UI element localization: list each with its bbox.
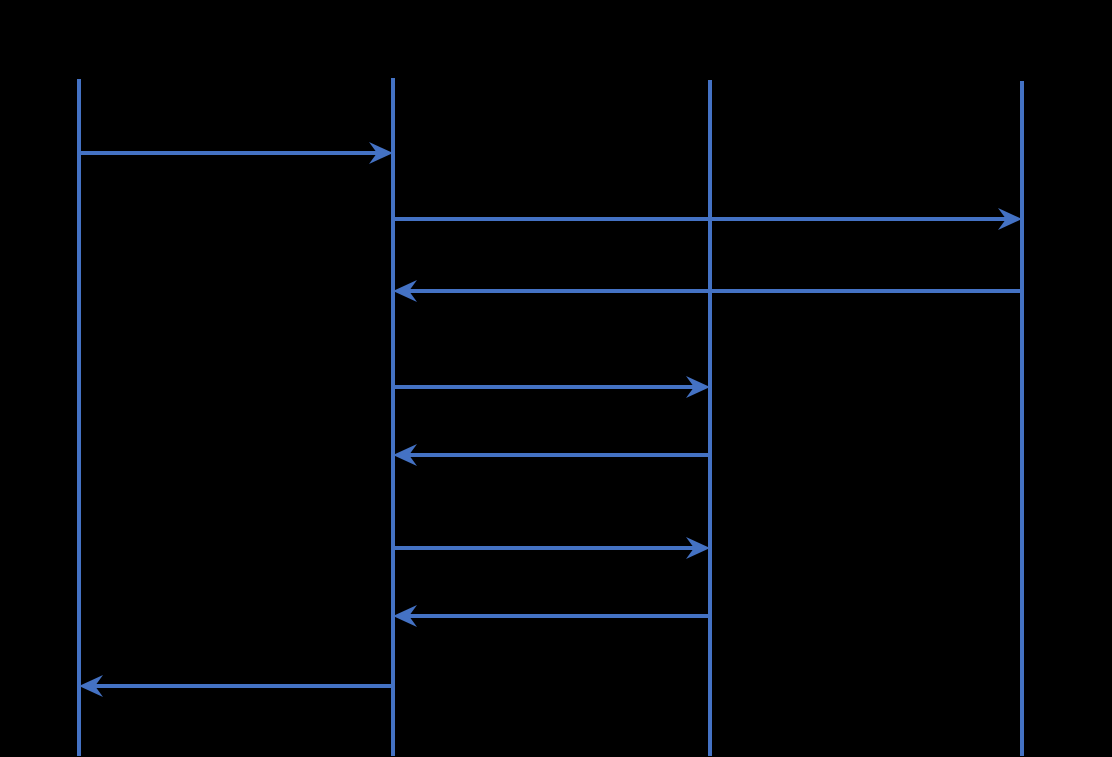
message-7	[393, 605, 710, 627]
arrowhead-icon	[393, 605, 417, 627]
message-2	[393, 208, 1022, 230]
message-6	[393, 537, 710, 559]
message-8	[79, 675, 393, 697]
message-5	[393, 444, 710, 466]
arrowhead-icon	[369, 142, 393, 164]
arrowhead-icon	[686, 376, 710, 398]
arrowhead-icon	[393, 280, 417, 302]
message-1	[79, 142, 393, 164]
arrowhead-icon	[998, 208, 1022, 230]
arrowhead-icon	[79, 675, 103, 697]
message-4	[393, 376, 710, 398]
arrowhead-icon	[686, 537, 710, 559]
message-3	[393, 280, 1022, 302]
arrowhead-icon	[393, 444, 417, 466]
